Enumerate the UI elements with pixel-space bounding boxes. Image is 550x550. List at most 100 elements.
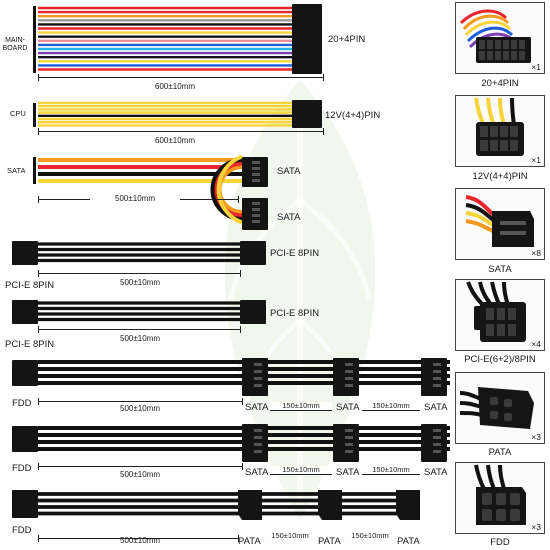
fdd2-sata-label-2: SATA: [336, 467, 360, 478]
mainboard-connector-label: 20+4PIN: [328, 34, 366, 45]
cpu-8pin-connector: [292, 100, 322, 128]
pata-seg-length-1: 150±10mm: [262, 532, 318, 540]
fdd2-seg-length-2: 150±10mm: [362, 466, 420, 474]
connector-slot: [433, 363, 441, 366]
pcie1-right-connector: [240, 241, 266, 265]
fdd3-fdd-connector: [12, 490, 38, 518]
dim-line: [38, 329, 240, 330]
fdd2-sata-label-1: SATA: [245, 467, 269, 478]
card-caption: 12V(4+4)PIN: [472, 171, 528, 182]
connector-slot: [252, 161, 260, 164]
pcie1-connector-label: PCI-E 8PIN: [270, 248, 320, 259]
card-pata: ×3: [455, 372, 545, 444]
mainboard-label: MAIN- BOARD: [2, 37, 28, 53]
connector-slot: [345, 443, 353, 446]
pcie1-left-connector: [12, 241, 38, 265]
sata-connector-icon: [465, 195, 534, 247]
connector-slot: [252, 179, 260, 182]
mainboard-24pin-connector: [292, 4, 322, 74]
card-qty: ×8: [531, 247, 541, 258]
card-atx-24pin: ×1: [455, 2, 545, 74]
sata-end-bar: [33, 157, 36, 184]
fdd1-end-label: FDD: [12, 398, 32, 409]
connector-slot: [252, 167, 260, 170]
dim-line: [270, 410, 332, 411]
dim-line: [362, 474, 420, 475]
connector-slot: [345, 377, 353, 380]
molex-pata-connector-icon: [459, 387, 534, 429]
fdd-connector-icon: [474, 464, 526, 525]
dim-tick: [240, 326, 241, 333]
card-caption: SATA: [488, 264, 512, 275]
cpu-label: CPU: [10, 109, 26, 118]
connector-slot: [254, 436, 262, 439]
dim-tick: [242, 398, 243, 405]
fdd1-sata-label-2: SATA: [336, 402, 360, 413]
connector-slot: [254, 377, 262, 380]
connector-slot: [254, 450, 262, 453]
connector-slot: [254, 384, 262, 387]
card-caption: PATA: [488, 447, 512, 458]
fdd2-seg-length-1: 150±10mm: [270, 466, 332, 474]
sata-loop-wire: [214, 161, 243, 218]
card-caption: FDD: [490, 537, 510, 548]
sata-loop-wire: [216, 154, 243, 225]
cpu-connector-label: 12V(4+4)PIN: [325, 110, 381, 121]
connector-slot: [345, 436, 353, 439]
card-qty: ×1: [531, 61, 541, 72]
connector-slot: [433, 384, 441, 387]
pcie1-length: 500±10mm: [120, 278, 160, 287]
dim-line: [362, 410, 420, 411]
pcie2-length: 500±10mm: [120, 334, 160, 343]
dim-line: [38, 77, 323, 78]
dim-line: [38, 131, 323, 132]
dim-tick: [323, 74, 324, 81]
pata-label-3: PATA: [397, 536, 420, 547]
dim-tick: [242, 463, 243, 470]
connector-slot: [345, 450, 353, 453]
connector-slot: [252, 173, 260, 176]
pcie1-end-label: PCI-E 8PIN: [5, 280, 55, 291]
sata-length: 500±10mm: [90, 195, 180, 203]
connector-slot: [252, 202, 260, 205]
pcie2-connector-label: PCI-E 8PIN: [270, 308, 320, 319]
fdd1-length: 500±10mm: [120, 404, 160, 413]
dim-tick: [240, 270, 241, 277]
connector-slot: [252, 220, 260, 223]
mainboard-end-bar: [33, 6, 36, 73]
cpu-8pin-connector-icon: [474, 97, 524, 156]
connector-slot: [345, 363, 353, 366]
card-pcie-8pin: ×4: [455, 279, 545, 351]
pata-label-2: PATA: [318, 536, 341, 547]
connector-slot: [345, 429, 353, 432]
cpu-end-bar: [33, 103, 36, 127]
dim-line: [270, 474, 332, 475]
pata-connector: [396, 490, 420, 520]
pata-connector: [318, 490, 342, 520]
card-sata: ×8: [455, 188, 545, 260]
connector-slot: [433, 443, 441, 446]
card-qty: ×3: [531, 521, 541, 532]
fdd1-sata-label-1: SATA: [245, 402, 269, 413]
connector-slot: [433, 429, 441, 432]
fdd1-sata-label-3: SATA: [424, 402, 448, 413]
connector-slot: [254, 363, 262, 366]
card-caption: 20+4PIN: [481, 78, 519, 89]
connector-slot: [433, 436, 441, 439]
fdd1-fdd-connector: [12, 360, 38, 386]
connector-slot: [254, 370, 262, 373]
pata-seg-length-2: 150±10mm: [342, 532, 398, 540]
card-qty: ×1: [531, 154, 541, 165]
dim-tick: [323, 128, 324, 135]
fdd3-end-label: FDD: [12, 525, 32, 536]
fdd2-fdd-connector: [12, 426, 38, 452]
dim-tick: [238, 535, 239, 542]
fdd1-seg-length-1: 150±10mm: [270, 402, 332, 410]
connector-slot: [345, 370, 353, 373]
fdd3-length: 500±10mm: [120, 536, 160, 545]
connector-slot: [252, 214, 260, 217]
sata-connector: [242, 157, 268, 187]
dim-line: [38, 401, 242, 402]
pata-connector: [238, 490, 262, 520]
